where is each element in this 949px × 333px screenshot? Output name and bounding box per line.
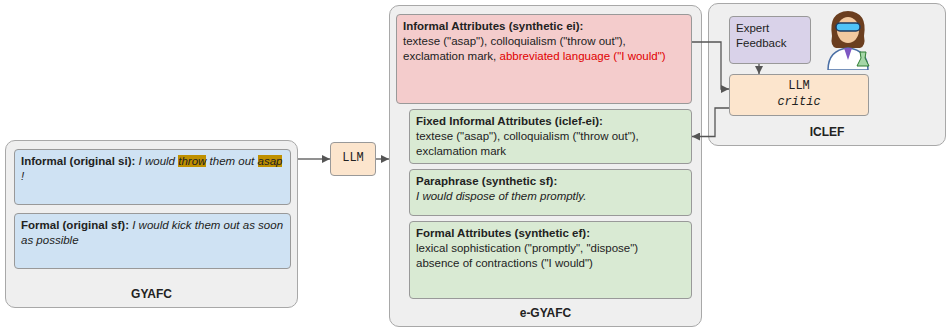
scientist-icon	[822, 6, 874, 70]
shirt	[844, 48, 852, 60]
box-text: critic	[736, 95, 862, 111]
box-heading: Formal Attributes (synthetic ef):	[416, 226, 685, 241]
box-heading: Informal Attributes (synthetic ei):	[403, 19, 685, 34]
critic-box: LLMcritic	[729, 74, 869, 116]
box-heading: Paraphrase (synthetic sf):	[416, 174, 685, 189]
panel-title: e-GYAFC	[390, 306, 701, 322]
box-text: throw	[178, 155, 206, 167]
attribute-box: Formal Attributes (synthetic ef):lexical…	[409, 221, 692, 299]
arrow-connector	[298, 158, 330, 159]
box-text: absence of contractions ("I would")	[416, 256, 685, 271]
box-text: them out	[210, 155, 255, 167]
dataset-panel: e-GYAFC Informal Attributes (synthetic ei…	[389, 5, 702, 327]
box-text: asap	[258, 155, 283, 167]
sentence-box: Formal (original sf): I would kick them …	[14, 213, 291, 269]
box-text: I would dispose of them promptly.	[416, 189, 685, 204]
panel-title: ICLEF	[709, 125, 945, 141]
box-heading: LLM	[736, 79, 862, 95]
method-panel: ICLEF Expert FeedbackLLMcritic	[708, 3, 946, 146]
paraphrase-box: Paraphrase (synthetic sf):I would dispos…	[409, 169, 692, 216]
goggles	[836, 23, 860, 31]
box-heading: Formal (original sf):	[21, 219, 129, 231]
box-heading: Informal (original si):	[21, 155, 135, 167]
dataset-panel: GYAFC Informal (original si): I would thr…	[5, 140, 298, 308]
attribute-box: Fixed Informal Attributes (iclef-ei):tex…	[409, 109, 692, 164]
model-box: LLM	[330, 142, 376, 176]
box-text: textese ("asap"), colloquialism ("throw …	[416, 129, 685, 159]
face	[837, 17, 859, 43]
attribute-box: Informal Attributes (synthetic ei):texte…	[396, 14, 692, 104]
feedback-box: Expert Feedback	[729, 16, 811, 64]
box-text: lexical sophistication ("promptly", "dis…	[416, 241, 685, 256]
sentence-box: Informal (original si): I would throw th…	[14, 149, 291, 205]
hair	[831, 11, 864, 48]
box-text: !	[21, 170, 24, 182]
box-heading: LLM	[337, 151, 369, 167]
arrow-connector	[376, 158, 389, 159]
panel-title: GYAFC	[6, 287, 297, 303]
box-text: I would	[139, 155, 175, 167]
box-heading: Expert Feedback	[736, 21, 804, 51]
box-heading: Fixed Informal Attributes (iclef-ei):	[416, 114, 685, 129]
box-text: abbreviated language ("I would")	[500, 50, 666, 62]
